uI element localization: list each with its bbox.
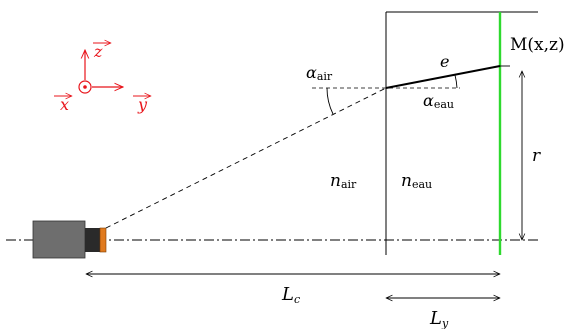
alpha-eau-label: αeau [423,91,454,111]
coordinate-frame: z x y [54,42,151,114]
y-axis-label: y [137,95,148,114]
thickness-e-label: e [440,52,449,71]
Lc-label: Lc [281,284,300,306]
Ly-label: Ly [429,308,449,329]
camera-ring [85,228,100,252]
alpha-air-arc [326,87,334,115]
n-air-label: nair [330,171,357,191]
n-eau-label: neau [401,171,432,191]
camera-body [32,220,86,259]
z-axis-label: z [93,42,103,61]
ray-in-water [385,65,501,89]
x-axis-label: x [60,95,69,114]
alpha-eau-arc [454,74,458,89]
point-M-label: M(x,z) [510,35,565,55]
alpha-air-label: αair [306,63,333,83]
ray-in-air [105,87,387,229]
x-axis-out-of-page [78,80,92,94]
camera [32,220,107,259]
camera-lens [99,227,107,253]
r-label: r [532,146,541,166]
x-axis-dot [83,85,87,89]
